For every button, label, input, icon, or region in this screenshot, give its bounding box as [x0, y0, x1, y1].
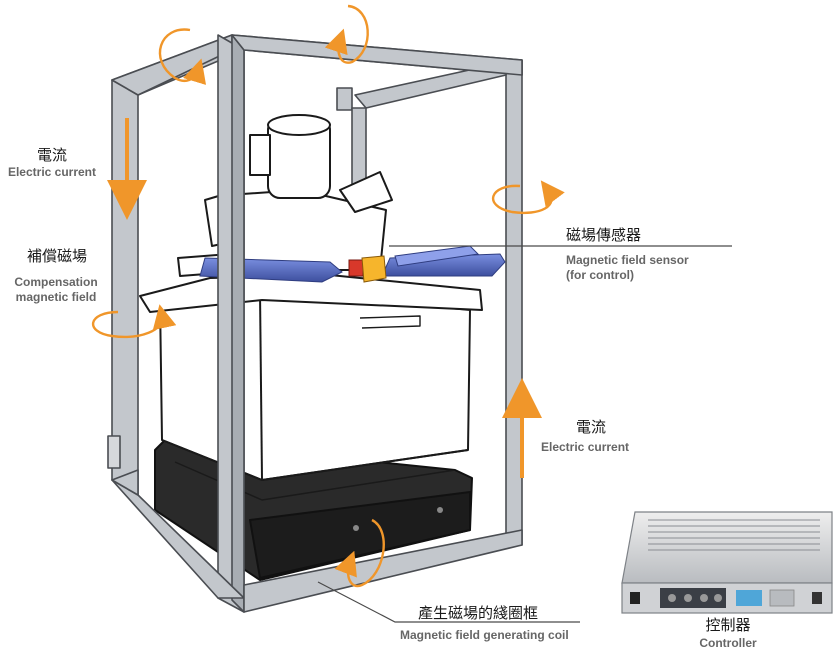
coil-label-en: Magnetic field generating coil [400, 628, 569, 642]
coil-label-zh: 產生磁場的綫圈框 [418, 604, 539, 622]
coil-frame-front [107, 34, 523, 613]
controller-label-zh: 控制器 [705, 616, 751, 634]
field-loop-arrow-left [91, 304, 177, 339]
field-loop-arrow-top-left [158, 28, 207, 85]
current-label-right-zh: 電流 [576, 418, 607, 436]
compensation-label-en-line1: Compensation [14, 275, 98, 289]
current-label-left-zh: 電流 [36, 146, 67, 164]
controller-device [621, 511, 833, 614]
field-loop-arrow-top [324, 4, 369, 64]
magnetic-field-sensor [199, 245, 506, 283]
microscope-illustration [139, 114, 483, 581]
field-loop-arrow-right [492, 180, 565, 215]
compensation-label-zh: 補償磁場 [26, 247, 87, 265]
current-label-right-en: Electric current [541, 440, 630, 454]
field-loop-arrow-bottom [334, 518, 385, 588]
controller-label-en: Controller [699, 636, 757, 650]
compensation-label-en-line2: magnetic field [15, 290, 97, 304]
sensor-label-en-line2: (for control) [566, 268, 634, 282]
sensor-label-zh: 磁場傳感器 [566, 226, 642, 244]
coil-leader-line [317, 581, 580, 623]
current-label-left-en: Electric current [7, 165, 97, 179]
sensor-label-en-line1: Magnetic field sensor [566, 253, 689, 267]
